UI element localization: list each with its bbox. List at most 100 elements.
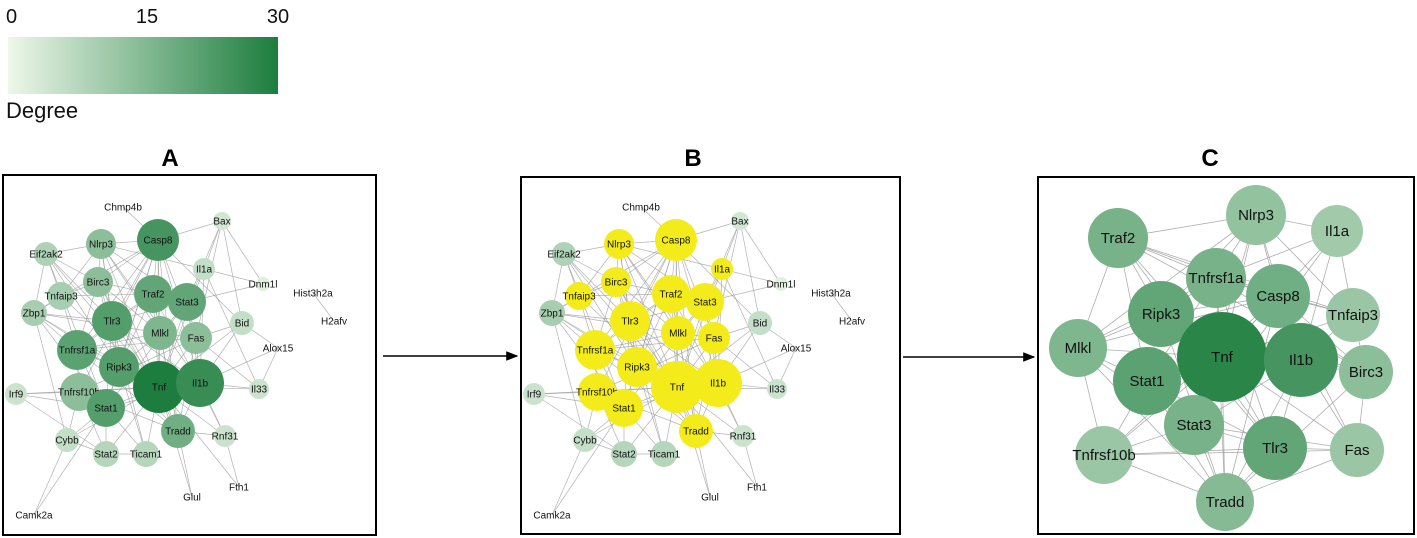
node-stat3: Stat3 [168, 283, 206, 321]
node-label-traf2: Traf2 [1101, 230, 1135, 247]
edge-tlr3-ticam1 [629, 320, 665, 455]
node-circle-tlr3 [1243, 416, 1307, 480]
node-rnf31: Rnf31 [730, 425, 757, 447]
node-circle-mlkl [143, 316, 177, 350]
node-circle-fas [698, 322, 730, 354]
node-circle-tnfaip3 [47, 282, 75, 310]
edge-il1a-il33 [721, 268, 778, 390]
node-circle-il1a [711, 258, 733, 280]
node-tnfrsf1a: Tnfrsf1a [1186, 248, 1246, 308]
node-circle-dnm1l [256, 277, 270, 291]
node-label-hist3h2a: Hist3h2a [293, 289, 333, 300]
node-circle-il33 [249, 379, 269, 399]
node-circle-bax [731, 212, 749, 230]
node-label-glul: Glul [701, 493, 719, 504]
edge-ripk3-eif2ak2 [45, 253, 120, 368]
node-label-bid: Bid [753, 319, 767, 330]
node-il1b: Il1b [1264, 323, 1338, 397]
node-label-il33: Il33 [769, 385, 786, 396]
node-circle-stat3 [168, 283, 206, 321]
node-stat1: Stat1 [87, 389, 125, 427]
node-label-il1b: Il1b [192, 379, 209, 390]
edge-casp8-tradd [1224, 295, 1279, 503]
node-cybb: Cybb [55, 428, 79, 452]
node-label-stat3: Stat3 [693, 298, 717, 309]
node-label-tradd: Tradd [165, 427, 191, 438]
node-label-tradd: Tradd [1206, 494, 1245, 511]
node-label-bid: Bid [235, 319, 249, 330]
node-circle-bax [213, 212, 231, 230]
node-label-il33: Il33 [251, 385, 268, 396]
node-ripk3: Ripk3 [617, 347, 657, 387]
node-label-tlr3: Tlr3 [621, 317, 639, 328]
node-circle-ticam1 [133, 441, 159, 467]
node-circle-stat1 [1113, 347, 1181, 415]
edge-mlkl-tradd [1077, 347, 1226, 503]
node-label-fas: Fas [706, 334, 723, 345]
node-circle-bid [748, 311, 772, 335]
node-label-stat1: Stat1 [94, 404, 118, 415]
node-casp8: Casp8 [137, 219, 179, 261]
node-stat3: Stat3 [1164, 395, 1224, 455]
node-circle-stat2 [93, 441, 119, 467]
node-label-mlkl: Mlkl [151, 329, 169, 340]
node-circle-tnfrsf1a [575, 330, 615, 370]
node-circle-tradd [1196, 473, 1254, 531]
node-circle-tnfaip3 [1326, 288, 1380, 342]
edge-cybb-zbp1 [551, 312, 586, 441]
node-label-mlkl: Mlkl [1065, 340, 1092, 357]
edge-stat2-irf9 [533, 393, 625, 455]
node-label-rnf31: Rnf31 [212, 432, 239, 443]
node-circle-tnf [133, 361, 185, 413]
node-bax: Bax [731, 212, 749, 230]
node-birc3: Birc3 [601, 267, 631, 297]
node-label-ripk3: Ripk3 [106, 363, 132, 374]
panel-label-c: C [1201, 145, 1218, 172]
node-label-cybb: Cybb [573, 436, 597, 447]
node-eif2ak2: Eif2ak2 [29, 242, 63, 266]
edge-ripk3-eif2ak2 [563, 253, 638, 368]
node-alox15: Alox15 [263, 344, 294, 355]
edge-cybb-zbp1 [33, 312, 68, 441]
edge-bax-bid [739, 220, 761, 324]
edge-bax-bid [221, 220, 243, 324]
node-bid: Bid [230, 311, 254, 335]
node-tlr3: Tlr3 [92, 301, 132, 341]
node-label-tnfaip3: Tnfaip3 [562, 292, 596, 303]
node-circle-tnfrsf10b [1075, 426, 1133, 484]
node-circle-dnm1l [774, 277, 788, 291]
node-label-ripk3: Ripk3 [1142, 306, 1180, 323]
node-il33: Il33 [767, 379, 787, 399]
node-il1b: Il1b [694, 359, 742, 407]
node-label-il1b: Il1b [1289, 352, 1313, 369]
node-circle-tnf [1177, 312, 1267, 402]
node-ticam1: Ticam1 [648, 441, 681, 467]
node-label-nlrp3: Nlrp3 [1238, 207, 1274, 224]
node-circle-il1a [1311, 205, 1363, 257]
node-circle-irf9 [523, 383, 545, 405]
node-circle-rnf31 [732, 425, 754, 447]
node-mlkl: Mlkl [143, 316, 177, 350]
node-label-fth1: Fth1 [229, 483, 249, 494]
node-circle-tnfaip3 [565, 282, 593, 310]
node-cybb: Cybb [573, 428, 597, 452]
node-label-camk2a: Camk2a [533, 511, 571, 522]
node-irf9: Irf9 [5, 383, 27, 405]
node-circle-eif2ak2 [34, 242, 58, 266]
node-chmp4b: Chmp4b [622, 203, 660, 214]
edge-fas-tnfrsf10b [1103, 449, 1358, 456]
node-circle-stat3 [686, 283, 724, 321]
node-ripk3: Ripk3 [1128, 281, 1194, 347]
node-h2afv: H2afv [321, 317, 347, 328]
node-fas: Fas [698, 322, 730, 354]
node-circle-il1b [176, 359, 224, 407]
node-label-camk2a: Camk2a [15, 511, 53, 522]
edge-stat1-camk2a [33, 407, 107, 516]
node-tradd: Tradd [679, 414, 713, 448]
node-circle-stat1 [87, 389, 125, 427]
node-label-zbp1: Zbp1 [23, 309, 46, 320]
node-circle-ripk3 [1128, 281, 1194, 347]
node-circle-nlrp3 [86, 229, 116, 259]
node-circle-stat3 [1164, 395, 1224, 455]
